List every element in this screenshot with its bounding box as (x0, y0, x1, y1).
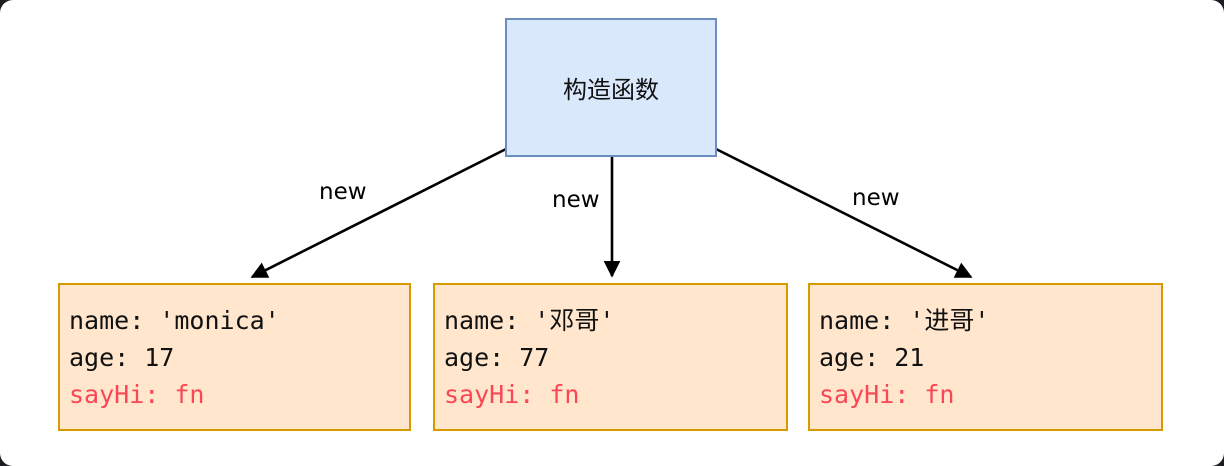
instance-age-line: age: 77 (444, 342, 550, 372)
instance-name-line: name: '进哥' (819, 305, 990, 335)
instance-sayhi-line: sayHi: fn (69, 379, 205, 409)
instance-name-line: name: 'monica' (69, 305, 280, 335)
constructor-box: 构造函数 (505, 18, 717, 157)
instance-name-line: name: '邓哥' (444, 305, 615, 335)
edge-label-new-left: new (317, 179, 369, 205)
instance-box-monica: name: 'monica' age: 17 sayHi: fn (58, 283, 411, 431)
edge-label-new-middle: new (550, 187, 602, 213)
arrow-new-left (250, 147, 507, 279)
arrow-new-right (715, 147, 973, 279)
instance-box-jinge: name: '进哥' age: 21 sayHi: fn (808, 283, 1163, 431)
instance-sayhi-line: sayHi: fn (444, 379, 580, 409)
edge-label-new-right: new (850, 185, 902, 211)
instance-sayhi-line: sayHi: fn (819, 379, 955, 409)
instance-age-line: age: 17 (69, 342, 175, 372)
constructor-label: 构造函数 (563, 76, 659, 104)
instance-age-line: age: 21 (819, 342, 925, 372)
instance-box-denge: name: '邓哥' age: 77 sayHi: fn (433, 283, 788, 431)
